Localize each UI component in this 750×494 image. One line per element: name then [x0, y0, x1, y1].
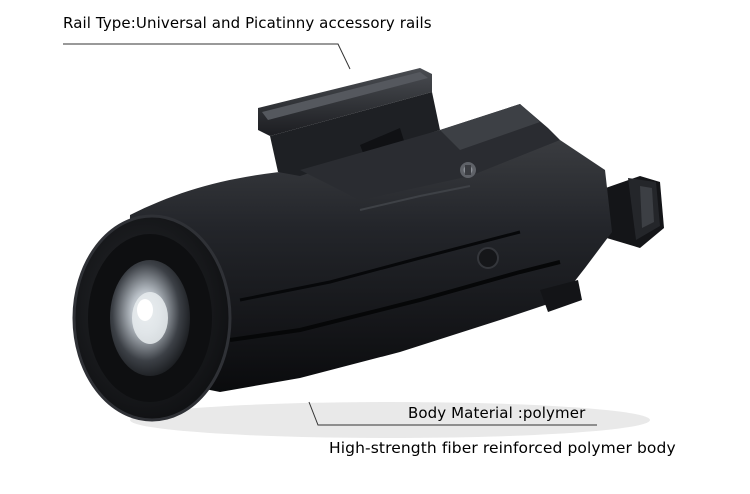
mount-screw: [460, 162, 476, 178]
rail-leader-line: [63, 43, 351, 70]
lens: [110, 260, 190, 376]
body-material-label: Body Material :polymer: [408, 404, 586, 422]
light-body: [128, 140, 612, 392]
product-shadow: [130, 402, 650, 438]
body-leader-line: [308, 401, 597, 426]
body-description-label: High-strength fiber reinforced polymer b…: [329, 439, 676, 457]
rail-type-label: Rail Type:Universal and Picatinny access…: [63, 14, 432, 32]
side-button: [477, 247, 499, 269]
rear-switch: [600, 176, 664, 248]
